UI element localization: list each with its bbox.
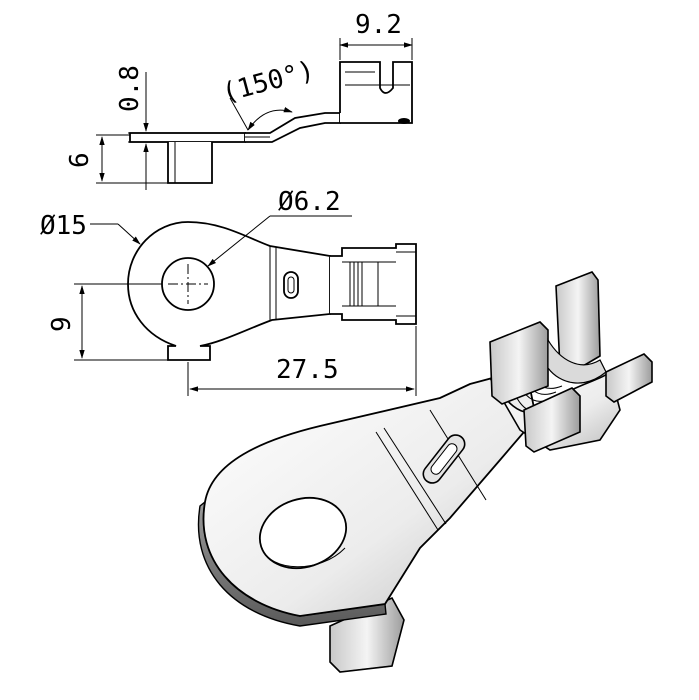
- dim-offset: 9: [47, 316, 77, 332]
- top-view: Ø15 Ø6.2 9 27.5: [40, 187, 417, 396]
- iso-ring-surface: [202, 375, 537, 617]
- side-down-tab: [167, 142, 213, 184]
- side-view: 9.2 0.8 6 (150°): [65, 10, 413, 190]
- dim-bend-angle: (150°): [219, 55, 317, 108]
- dim-thickness: 0.8: [115, 65, 145, 112]
- top-barrel: [330, 243, 417, 325]
- side-barrel: [339, 61, 413, 124]
- top-ring-outline: [127, 221, 331, 361]
- dim-outer-diameter: Ø15: [40, 211, 87, 241]
- dim-hole-diameter: Ø6.2: [278, 187, 341, 217]
- isometric-view: [197, 271, 653, 673]
- dim-height: 6: [65, 152, 95, 168]
- dim-length: 27.5: [276, 355, 339, 385]
- dim-width-top: 9.2: [355, 10, 402, 40]
- side-ring-flat: [129, 132, 246, 143]
